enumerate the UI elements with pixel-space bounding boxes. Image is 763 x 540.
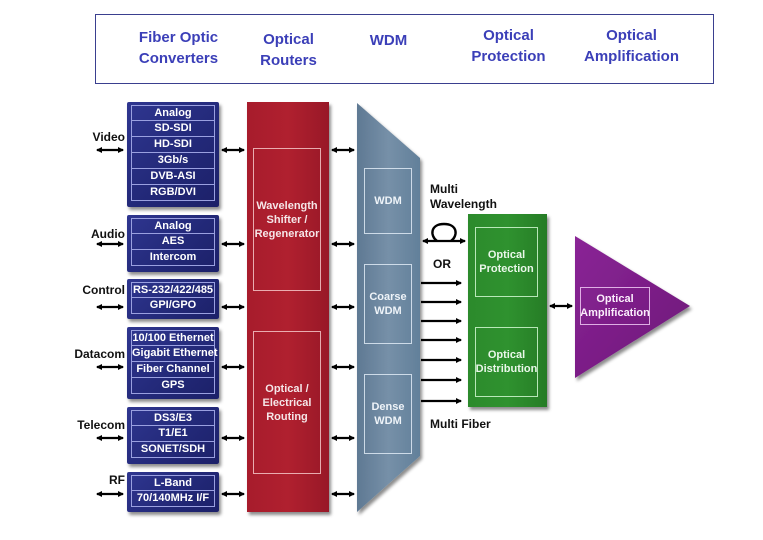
optical-distribution-block: Optical Distribution: [475, 327, 538, 397]
header-wdm: WDM: [351, 30, 426, 51]
multi-fiber-label: Multi Fiber: [430, 417, 491, 431]
group-label-control: Control: [82, 283, 125, 297]
link-label: Wavelength: [430, 197, 497, 211]
category-header: Fiber Optic Converters Optical Routers W…: [95, 14, 714, 84]
block-label: Optical: [596, 293, 634, 305]
header-line: Fiber Optic: [138, 29, 219, 46]
or-label: OR: [433, 257, 451, 271]
converter-item: DVB-ASI: [131, 169, 215, 185]
header-line: Optical: [606, 27, 657, 44]
optical-protection-column: Optical Protection Optical Distribution: [468, 214, 547, 407]
converter-box-video: Analog SD-SDI HD-SDI 3Gb/s DVB-ASI RGB/D…: [127, 102, 219, 207]
converter-item: SD-SDI: [131, 121, 215, 137]
converter-item: L-Band: [131, 475, 215, 491]
converter-box-datacom: 10/100 Ethernet Gigabit Ethernet Fiber C…: [127, 327, 219, 399]
header-line: Amplification: [583, 48, 679, 65]
multi-wavelength-label: Multi Wavelength: [430, 182, 497, 212]
wavelength-shifter-block: Wavelength Shifter / Regenerator: [253, 148, 321, 291]
converter-item: 3Gb/s: [131, 153, 215, 169]
converter-item: Analog: [131, 105, 215, 121]
converter-box-telecom: DS3/E3 T1/E1 SONET/SDH: [127, 407, 219, 464]
optical-amplification-block: Optical Amplification: [580, 287, 650, 325]
converter-box-control: RS-232/422/485 GPI/GPO: [127, 279, 219, 319]
converter-item: 10/100 Ethernet: [131, 330, 215, 346]
converter-item: HD-SDI: [131, 137, 215, 153]
converter-item: 70/140MHz I/F: [131, 491, 215, 507]
link-label: Multi: [430, 182, 458, 196]
dense-wdm-block: Dense WDM: [364, 374, 412, 454]
header-line: Optical: [263, 31, 314, 48]
block-label: Optical /: [265, 382, 309, 395]
header-optical-routers: Optical Routers: [246, 29, 331, 71]
coarse-wdm-block: Coarse WDM: [364, 264, 412, 344]
group-label-telecom: Telecom: [77, 418, 125, 432]
converter-item: T1/E1: [131, 426, 215, 442]
block-label: WDM: [374, 305, 402, 317]
block-label: Shifter /: [266, 213, 308, 226]
block-label: Electrical: [262, 396, 312, 409]
block-label: Regenerator: [254, 227, 320, 240]
amplifier-triangle: [575, 236, 690, 378]
converter-item: Fiber Channel: [131, 362, 215, 378]
block-label: Optical: [487, 349, 526, 361]
block-label: Optical: [487, 249, 526, 261]
loop-icon: [431, 222, 457, 242]
header-line: Routers: [260, 52, 317, 69]
block-label: Coarse: [369, 291, 407, 303]
header-line: WDM: [369, 32, 408, 49]
block-label: WDM: [374, 415, 402, 427]
wdm-block: [357, 103, 420, 512]
block-label: Wavelength: [256, 199, 318, 212]
block-label: Distribution: [475, 363, 538, 375]
group-label-datacom: Datacom: [74, 347, 125, 361]
converter-item: RGB/DVI: [131, 185, 215, 201]
converter-item: Analog: [131, 218, 215, 234]
group-label-rf: RF: [109, 473, 125, 487]
converter-item: DS3/E3: [131, 410, 215, 426]
converter-item: RS-232/422/485: [131, 282, 215, 298]
block-label: Amplification: [580, 307, 650, 319]
header-line: Converters: [138, 50, 219, 67]
group-label-audio: Audio: [91, 227, 125, 241]
group-label-video: Video: [92, 130, 125, 144]
wdm-inner-block: WDM: [364, 168, 412, 234]
header-line: Optical: [483, 27, 534, 44]
optical-electrical-routing-block: Optical / Electrical Routing: [253, 331, 321, 474]
converter-item: Gigabit Ethernet: [131, 346, 218, 362]
converter-box-rf: L-Band 70/140MHz I/F: [127, 472, 219, 512]
converter-box-audio: Analog AES Intercom: [127, 215, 219, 272]
header-optical-protection: Optical Protection: [456, 25, 561, 67]
block-label: Protection: [479, 263, 534, 275]
block-label: WDM: [374, 195, 402, 207]
block-label: Routing: [266, 410, 308, 423]
converter-item: AES: [131, 234, 215, 250]
block-label: Dense: [371, 401, 405, 413]
header-optical-amplification: Optical Amplification: [574, 25, 689, 67]
converter-item: GPS: [131, 378, 215, 394]
optical-protection-block: Optical Protection: [475, 227, 538, 297]
header-line: Protection: [471, 48, 546, 65]
converter-item: SONET/SDH: [131, 442, 215, 458]
header-fiber-optic-converters: Fiber Optic Converters: [126, 27, 231, 69]
optical-routers-block: Wavelength Shifter / Regenerator Optical…: [247, 102, 329, 512]
converter-item: GPI/GPO: [131, 298, 215, 314]
converter-item: Intercom: [131, 250, 215, 266]
